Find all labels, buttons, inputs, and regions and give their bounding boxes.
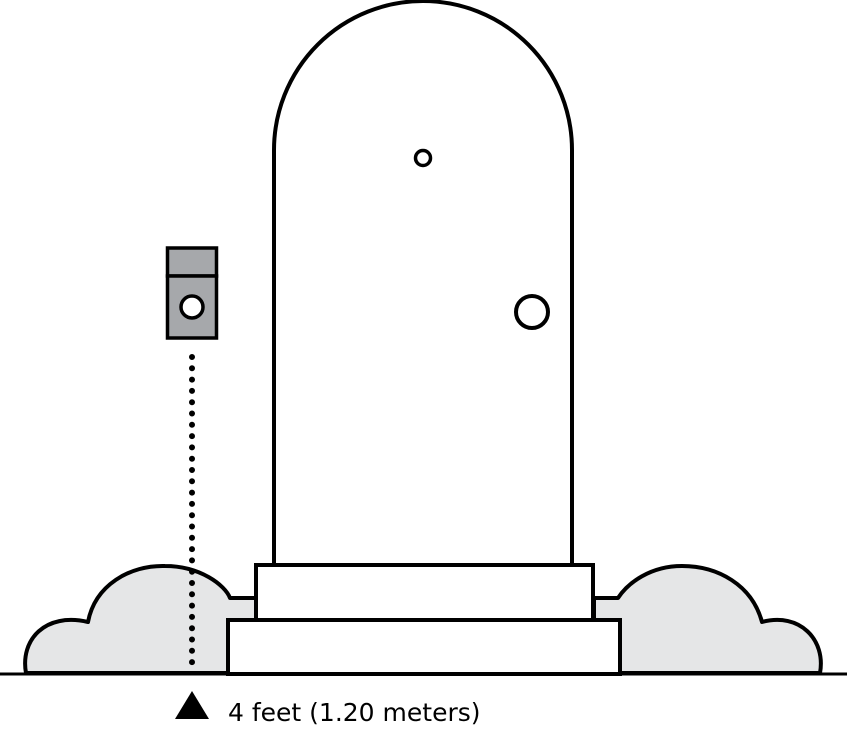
doorbell-button: [179, 294, 205, 320]
upper-step: [254, 563, 595, 623]
doorbell-top-panel: [165, 246, 219, 278]
peephole-icon: [413, 148, 433, 168]
right-bush: [592, 564, 823, 675]
up-triangle-icon: [175, 691, 209, 719]
height-measurement-label: 4 feet (1.20 meters): [228, 698, 481, 727]
doorknob-icon: [514, 294, 550, 330]
left-bush: [23, 563, 258, 675]
front-door: [272, 0, 574, 567]
lower-step: [226, 618, 622, 676]
video-doorbell-icon: [165, 246, 219, 340]
